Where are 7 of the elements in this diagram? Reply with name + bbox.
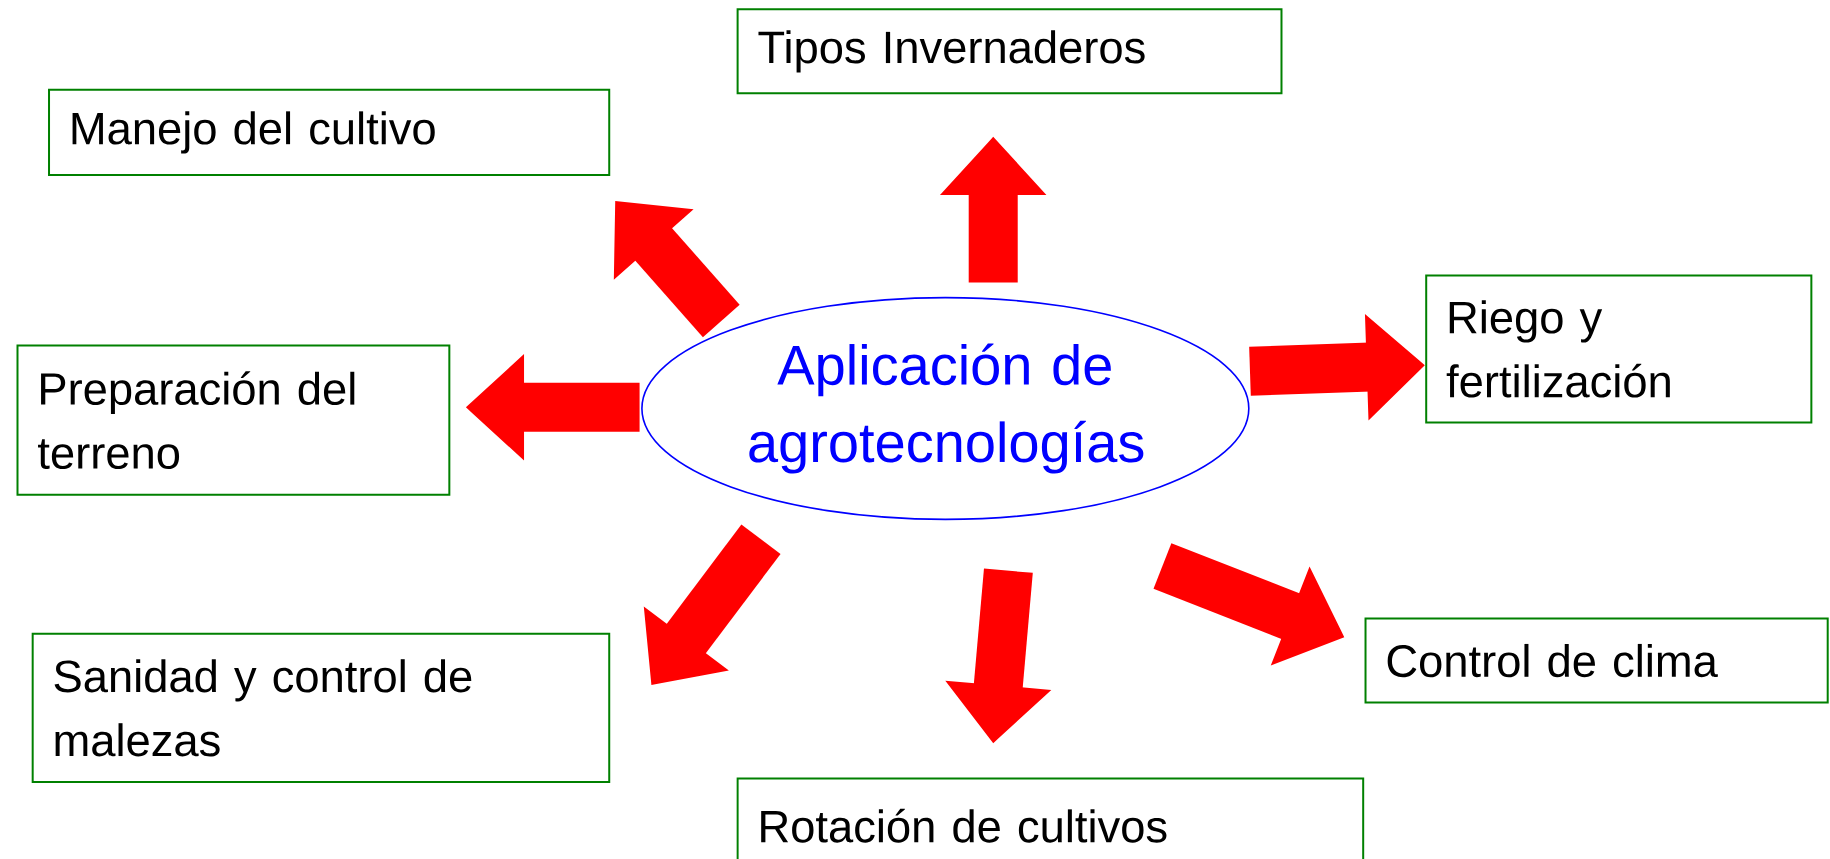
- text-box: Riego y fertilización: [1425, 274, 1813, 424]
- text-box: Sanidad y control de malezas: [31, 632, 611, 783]
- text-box: Manejo del cultivo: [48, 88, 611, 177]
- text-box: Rotación de cultivos: [736, 777, 1365, 859]
- text-box: Preparación del terreno: [16, 344, 451, 496]
- text-box: Tipos Invernaderos: [736, 8, 1283, 95]
- text-box: Control de clima: [1364, 617, 1829, 704]
